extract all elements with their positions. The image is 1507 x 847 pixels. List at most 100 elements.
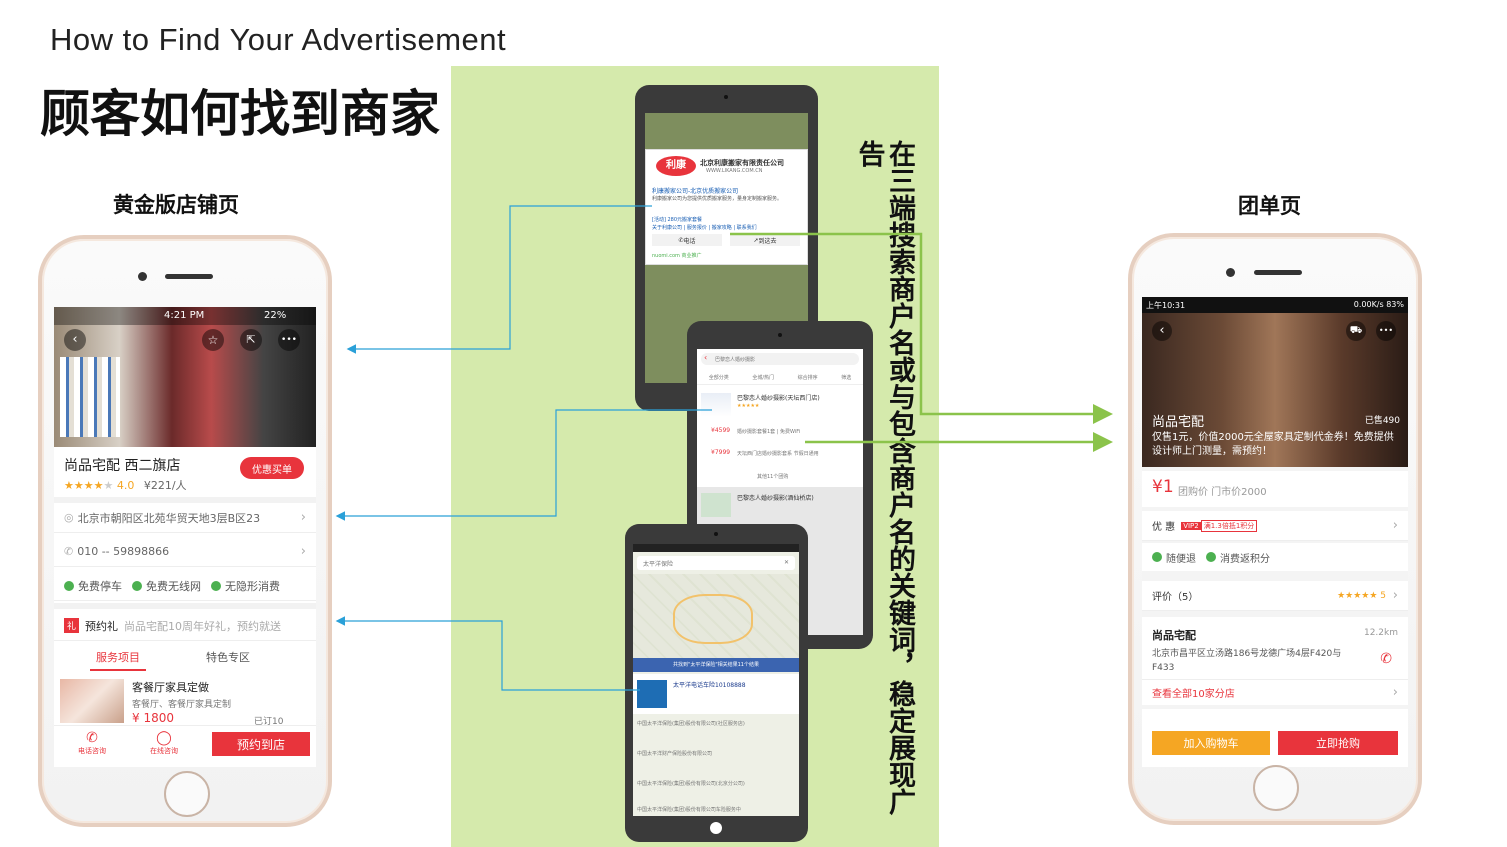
review-row[interactable]: 评价（5） ★★★★★ 5 › (1142, 581, 1408, 611)
check-icon (1206, 552, 1216, 562)
map-ad-title: 太平洋电话车险10108888 (673, 682, 746, 689)
search-bar[interactable]: ‹ 巴黎恋人婚纱摄影 (701, 353, 859, 365)
result1-title[interactable]: 巴黎恋人婚纱摄影(天坛西门店) (737, 395, 820, 402)
chevron-right-icon: › (300, 544, 306, 559)
back-icon[interactable]: ‹ (704, 353, 708, 362)
buy-now-button[interactable]: 立即抢购 (1278, 731, 1398, 755)
ad-directions-label: 到这去 (758, 237, 777, 245)
more-icon[interactable]: ••• (278, 329, 300, 351)
result1-stars-icon: ★★★★★ (737, 403, 760, 409)
tab-services[interactable]: 服务项目 (90, 649, 146, 671)
chevron-right-icon: › (300, 510, 306, 525)
result2-thumbnail[interactable] (701, 493, 731, 517)
home-button[interactable] (1253, 765, 1299, 811)
ad-logo-icon (637, 680, 667, 708)
review-label: 评价（5） (1152, 592, 1199, 603)
chevron-right-icon: › (1392, 518, 1398, 533)
map-area[interactable] (633, 574, 799, 658)
deal1-price: ¥4599 (711, 427, 731, 434)
back-icon[interactable]: ‹ (64, 329, 86, 351)
phone-text: 010 -- 59898866 (77, 545, 170, 558)
map-ad-card[interactable]: 太平洋电话车险10108888 (633, 674, 799, 714)
check-icon (211, 580, 221, 591)
discount-label: 优 惠 (1152, 522, 1176, 533)
all-stores-label: 查看全部10家分店 (1152, 689, 1235, 700)
right-features-row: 随便退 消费返积分 (1142, 543, 1408, 571)
map-search-bar[interactable]: 太平洋保险 ✕ (637, 556, 795, 570)
merchant-address: 北京市昌平区立汤路186号龙德广场4层F420与F433 (1152, 649, 1342, 673)
call-label: 电话咨询 (78, 747, 106, 755)
item-sold: 已订10 (254, 717, 284, 727)
left-phone-label: 黄金版店铺页 (113, 193, 239, 217)
item-subtitle: 客餐厅、客餐厅家具定制 (132, 700, 232, 710)
item-thumbnail[interactable] (60, 679, 124, 723)
ad-description: 利康搬家公司为您提供优质搬家服务，量身定制搬家服务。 (652, 196, 783, 202)
deal-hero-image: ‹ ⛟ ••• 尚品宅配 已售490 仅售1元，价值2000元全屋家具定制代金券… (1142, 313, 1408, 467)
phone-icon[interactable]: ✆ (1380, 651, 1392, 667)
star-icon[interactable]: ☆ (202, 329, 224, 351)
cart-icon[interactable]: ⛟ (1346, 321, 1366, 341)
filter-area[interactable]: 全城/热门 (752, 375, 775, 381)
more-deals-link[interactable]: 其他11个团购 (757, 474, 789, 480)
ad-headline[interactable]: 利康搬家公司-北京优质搬家公司 (652, 188, 739, 195)
deal1-desc: 婚纱摄影套餐1套 | 免费WiFi (737, 429, 801, 435)
back-icon[interactable]: ‹ (1152, 321, 1172, 341)
check-icon (64, 580, 74, 591)
search-ad-card[interactable]: 利康 北京利康搬家有限责任公司 WWW.LIKANG.COM.CN 利康搬家公司… (645, 149, 808, 265)
result-thumbnail[interactable] (701, 393, 731, 417)
ad-call-button[interactable]: ✆ 电话 (652, 234, 722, 246)
chevron-right-icon: › (1392, 685, 1398, 700)
review-stars-icon: ★★★★★ (1337, 590, 1381, 601)
review-score: 5 (1380, 590, 1386, 601)
call-button[interactable]: ✆ 电话咨询 (78, 730, 106, 756)
filter-category[interactable]: 全部分类 (708, 375, 729, 381)
deal-title: 尚品宅配 (1152, 415, 1205, 430)
right-bottom-bar: 加入购物车 立即抢购 (1142, 709, 1408, 767)
all-stores-link[interactable]: 查看全部10家分店 › (1142, 679, 1408, 705)
add-to-cart-button[interactable]: 加入购物车 (1152, 731, 1270, 755)
gift-label: 预约礼 (85, 619, 119, 633)
feature-refund: 随便退 (1166, 553, 1196, 565)
address-row[interactable]: ◎ 北京市朝阳区北苑华贸天地3层B区23 › (54, 503, 316, 533)
feature-no-hidden: 无隐形消费 (225, 579, 280, 593)
phone-row[interactable]: ✆ 010 -- 59898866 › (54, 537, 316, 567)
status-time: 4:21 PM (164, 310, 205, 321)
result2-title[interactable]: 巴黎恋人婚纱摄影(酒仙桥店) (737, 495, 814, 502)
status-right: 0.00K/s 83% (1353, 300, 1404, 309)
filter-more[interactable]: 筛选 (841, 375, 852, 381)
book-button[interactable]: 预约到店 (212, 732, 310, 756)
ad-directions-button[interactable]: ➚ 到这去 (730, 234, 800, 246)
camera (138, 272, 147, 281)
sold-count: 已售490 (1364, 416, 1400, 426)
tab-features[interactable]: 特色专区 (206, 651, 250, 664)
share-icon[interactable]: ⇱ (240, 329, 262, 351)
chat-button[interactable]: ◯ 在线咨询 (150, 730, 178, 756)
right-phone-label: 团单页 (1238, 194, 1301, 218)
deal-price: ¥1 (1152, 477, 1174, 497)
left-phone: 4:21 PM 22% ‹ ☆ ⇱ ••• 尚品宅配 西二旗店 优惠买单 ★★★… (38, 235, 332, 827)
ad-promo[interactable]: [活动] 280元搬家套餐 (652, 217, 703, 223)
right-phone: 上午10:31 0.00K/s 83% ‹ ⛟ ••• 尚品宅配 已售490 仅… (1128, 233, 1422, 825)
ad-call-label: 电话 (683, 237, 696, 245)
ad-links[interactable]: 关于利康公司 | 服务报价 | 搬家攻略 | 联系我们 (652, 225, 757, 231)
map-result-3[interactable]: 中国太平洋保险(集团)股份有限公司(北京分公司) (637, 781, 745, 787)
status-time: 上午10:31 (1146, 301, 1186, 310)
deal2-price: ¥7999 (711, 449, 731, 456)
map-result-4[interactable]: 中国太平洋保险(集团)股份有限公司车险服务中 (637, 807, 741, 813)
filter-sort[interactable]: 综合排序 (797, 375, 818, 381)
camera (1226, 268, 1235, 277)
map-result-1[interactable]: 中国太平洋保险(集团)股份有限公司(社区服务店) (637, 721, 745, 727)
features-row: 免费停车 免费无线网 无隐形消费 (54, 571, 316, 601)
tablet-home-button[interactable] (710, 822, 722, 834)
home-button[interactable] (164, 771, 210, 817)
gift-row[interactable]: 礼 预约礼 尚品宅配10周年好礼，预约就送 (54, 611, 316, 641)
discount-note: 满1.3倍抵1积分 (1200, 519, 1258, 532)
company-url: WWW.LIKANG.COM.CN (706, 168, 763, 174)
merchant-distance: 12.2km (1363, 628, 1398, 638)
more-icon[interactable]: ••• (1376, 321, 1396, 341)
item-title: 客餐厅家具定做 (132, 681, 209, 694)
promo-button[interactable]: 优惠买单 (240, 457, 304, 479)
close-icon[interactable]: ✕ (783, 559, 789, 566)
map-result-2[interactable]: 中国太平洋财产保险股份有限公司 (637, 751, 713, 757)
discount-row[interactable]: 优 惠 VIP2 满1.3倍抵1积分 › (1142, 511, 1408, 541)
